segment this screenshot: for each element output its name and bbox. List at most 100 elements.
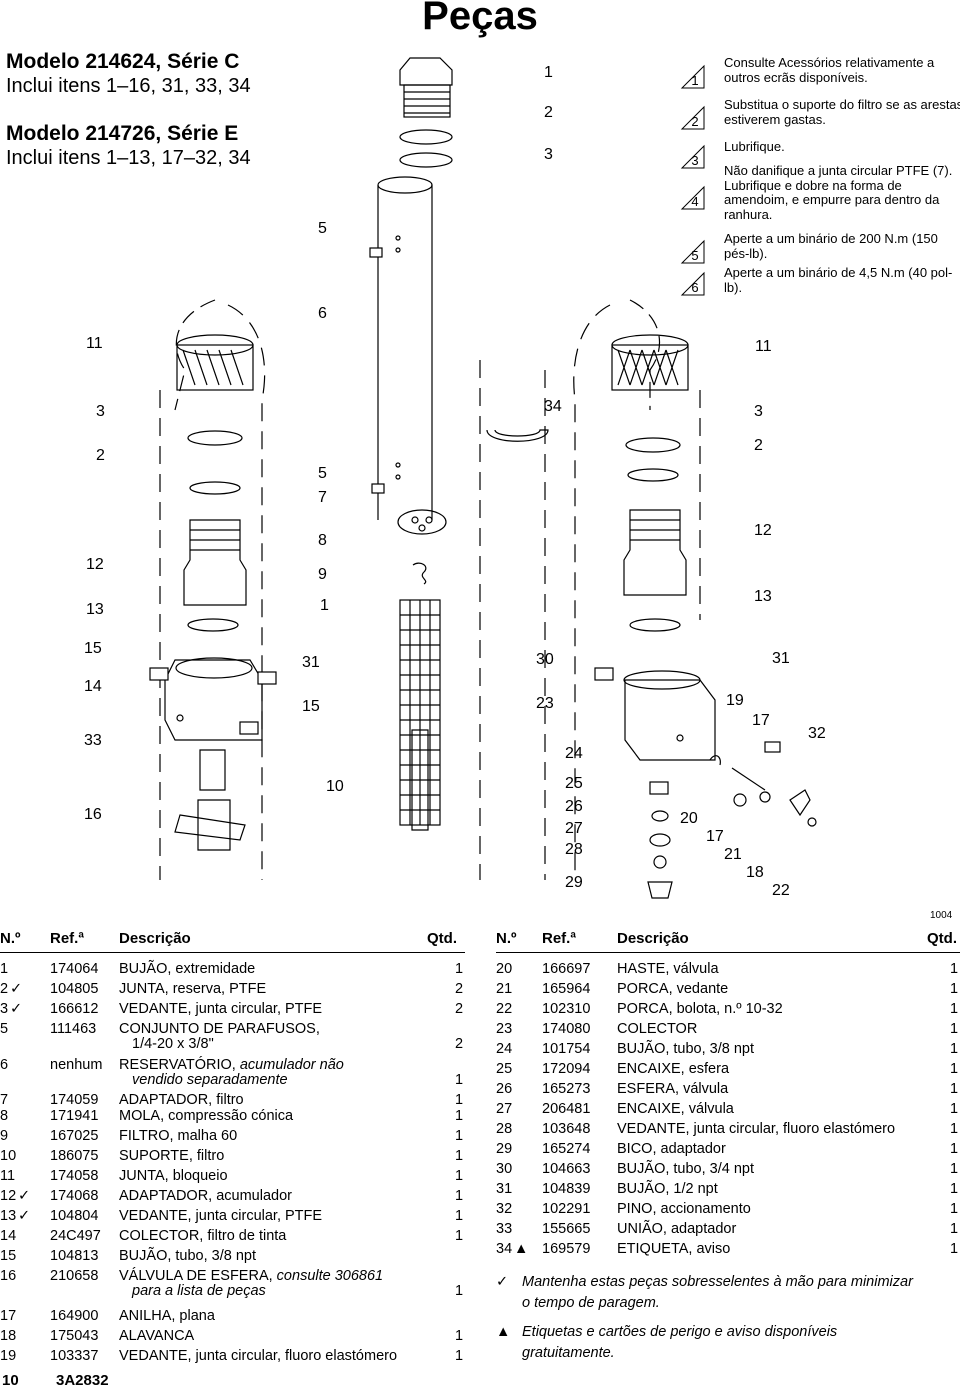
callout-5b: 5 [318, 465, 327, 482]
part-ref: 206481 [542, 1101, 591, 1117]
part-number: 31 [496, 1181, 513, 1197]
footnote-warning-text: Etiquetas e cartões de perigo e aviso di… [522, 1324, 838, 1361]
part-description-note: acumulador não [235, 1057, 344, 1073]
part-number: 34 [496, 1241, 513, 1257]
part-number: 15 [0, 1248, 17, 1264]
model-2: Modelo 214726, Série E Inclui itens 1–13… [6, 122, 251, 170]
part-number: 33 [496, 1221, 513, 1237]
part-ref: 174080 [542, 1021, 591, 1037]
part-number: 32 [496, 1201, 513, 1217]
part-ref: 174064 [50, 961, 99, 977]
part-number: 21 [496, 981, 513, 997]
part-number: 25 [496, 1061, 513, 1077]
part-ref: 103648 [542, 1121, 591, 1137]
part-number: 18 [0, 1328, 17, 1344]
part-ref: 167025 [50, 1128, 99, 1144]
callout-33: 33 [84, 732, 102, 749]
part-description: BUJÃO, extremidade [119, 961, 256, 977]
part-qty: 1 [950, 1081, 959, 1097]
callout-12-left: 12 [86, 556, 104, 573]
part-qty: 1 [455, 1072, 464, 1088]
part-ref: 171941 [50, 1108, 99, 1124]
svg-text:1: 1 [691, 73, 698, 88]
part-description: BUJÃO, tubo, 3/4 npt [617, 1161, 755, 1177]
part-description: UNIÃO, adaptador [617, 1221, 737, 1237]
part-qty: 1 [950, 1221, 959, 1237]
callout-14: 14 [84, 678, 102, 695]
part-description: BUJÃO, tubo, 3/8 npt [119, 1248, 257, 1264]
part-description-cont: vendido separadamente [132, 1072, 288, 1088]
part-qty: 1 [950, 1241, 959, 1257]
part-ref: 186075 [50, 1148, 99, 1164]
svg-text:2: 2 [691, 114, 698, 129]
callout-28: 28 [565, 841, 583, 858]
header-num: N.º [0, 930, 21, 947]
part-description: BICO, adaptador [617, 1141, 726, 1157]
part-qty: 1 [455, 1283, 464, 1299]
part-ref: 103337 [50, 1348, 99, 1364]
callout-23: 23 [536, 695, 554, 712]
warning-triangle-icon: ▲ [514, 1241, 529, 1257]
part-ref: 166697 [542, 961, 591, 977]
part-ref: 102310 [542, 1001, 591, 1017]
part-description: BUJÃO, 1/2 npt [617, 1181, 718, 1197]
part-description: ADAPTADOR, acumulador [119, 1188, 292, 1204]
part-number: 7 [0, 1092, 9, 1108]
note-3: Lubrifique. [724, 139, 785, 154]
callout-32: 32 [808, 725, 826, 742]
part-ref: 111463 [50, 1021, 97, 1037]
part-number: 6 [0, 1057, 9, 1073]
check-icon: ✓ [10, 1001, 23, 1017]
callout-13-left: 13 [86, 601, 104, 618]
part-number: 12 [0, 1188, 17, 1204]
part-number: 29 [496, 1141, 513, 1157]
callout-11-left: 11 [86, 335, 103, 352]
part-description: ADAPTADOR, filtro [119, 1092, 244, 1108]
part-ref: 166612 [50, 1001, 99, 1017]
svg-text:5: 5 [691, 248, 698, 263]
footnote-spare-text: Mantenha estas peças sobresselentes à mã… [522, 1274, 913, 1311]
part-ref: 165273 [542, 1081, 591, 1097]
note-2: Substitua o suporte do filtro se as ares… [724, 97, 960, 127]
part-qty: 1 [455, 1188, 464, 1204]
part-description-note: consulte 306861 [272, 1268, 384, 1284]
part-description: HASTE, válvula [617, 961, 719, 977]
part-ref: 175043 [50, 1328, 99, 1344]
part-ref: 174068 [50, 1188, 99, 1204]
part-number: 30 [496, 1161, 513, 1177]
part-ref: 169579 [542, 1241, 591, 1257]
part-number: 23 [496, 1021, 513, 1037]
part-description-cont: para a lista de peças [132, 1283, 266, 1299]
part-description: SUPORTE, filtro [119, 1148, 225, 1164]
part-qty: 1 [950, 961, 959, 977]
part-number: 26 [496, 1081, 513, 1097]
callout-12-right: 12 [754, 522, 772, 539]
part-qty: 1 [950, 1061, 959, 1077]
callout-29: 29 [565, 874, 583, 891]
part-qty: 1 [950, 1201, 959, 1217]
callout-22: 22 [772, 882, 790, 899]
svg-text:3: 3 [691, 153, 698, 168]
part-qty: 1 [950, 1121, 959, 1137]
part-ref: 102291 [542, 1201, 591, 1217]
part-qty: 2 [455, 981, 464, 997]
part-description: VÁLVULA DE ESFERA, [119, 1268, 273, 1284]
part-number: 5 [0, 1021, 9, 1037]
exploded-parts-diagram [149, 57, 817, 899]
page-title: Peças [422, 0, 538, 38]
check-icon: ✓ [496, 1274, 509, 1290]
note-4: Não danifique a junta circular PTFE (7).… [724, 163, 953, 222]
part-description: FILTRO, malha 60 [119, 1128, 238, 1144]
part-number: 14 [0, 1228, 17, 1244]
part-ref: 101754 [542, 1041, 591, 1057]
part-description: ETIQUETA, aviso [617, 1241, 731, 1257]
part-number: 3 [0, 1001, 9, 1017]
callout-30: 30 [536, 651, 554, 668]
part-qty: 1 [950, 1161, 959, 1177]
document-code: 3A2832 [56, 1372, 109, 1389]
note-triangle-icon: 5 [680, 239, 706, 269]
part-description: PORCA, bolota, n.º 10-32 [617, 1001, 783, 1017]
part-description: VEDANTE, junta circular, fluoro elastóme… [617, 1121, 896, 1137]
model-2-includes: Inclui itens 1–13, 17–32, 34 [6, 147, 251, 169]
